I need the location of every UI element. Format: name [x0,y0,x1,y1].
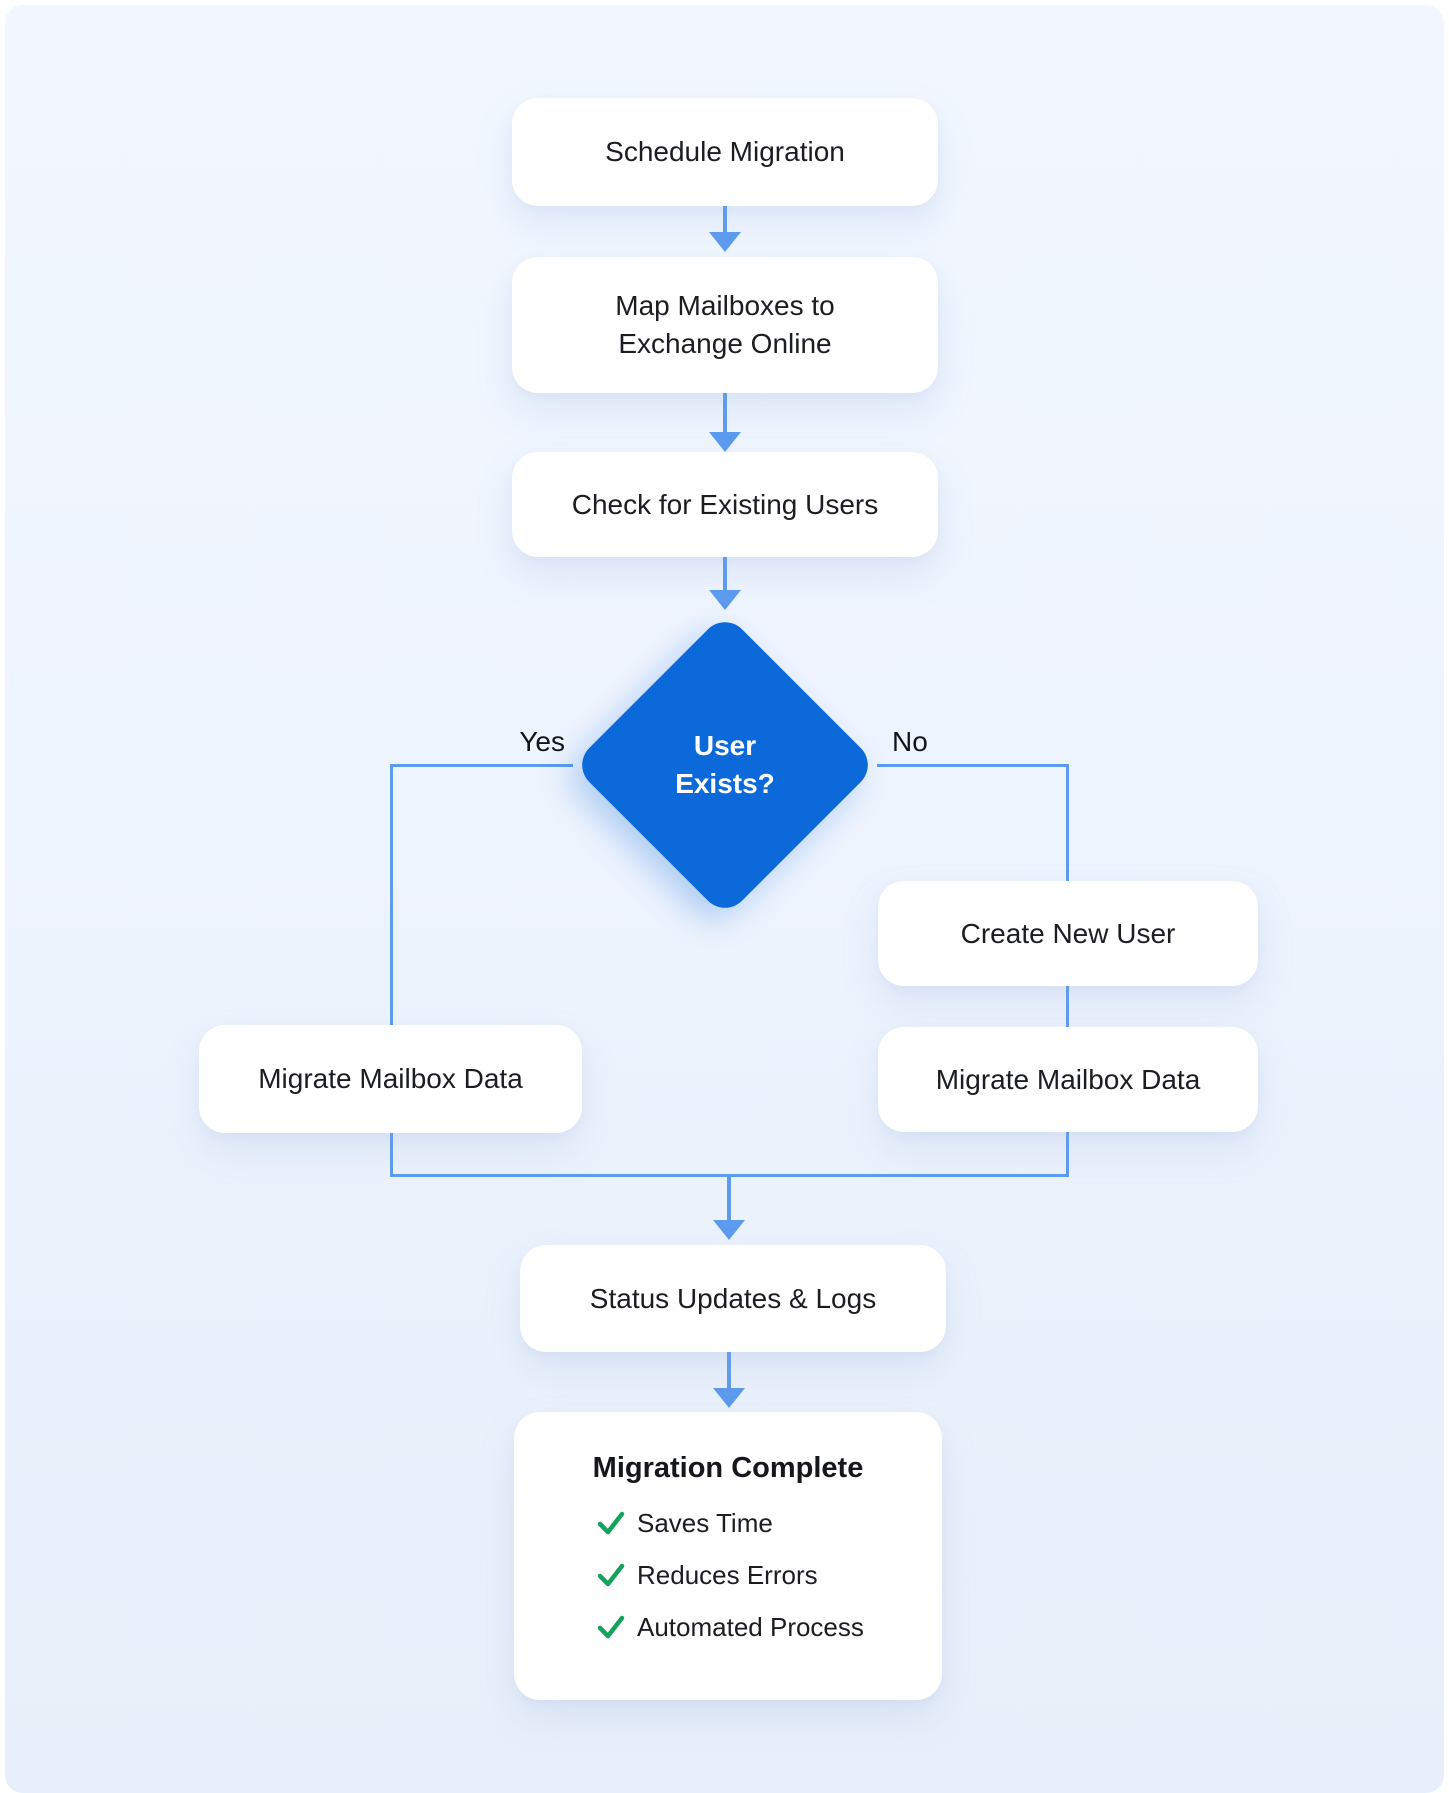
list-item: Saves Time [595,1497,942,1549]
node-create-new-user: Create New User [878,881,1258,986]
node-migrate-mailbox-data-left: Migrate Mailbox Data [199,1025,582,1133]
arrow-shaft [727,1352,731,1390]
node-map-mailboxes: Map Mailboxes to Exchange Online [512,257,938,393]
arrow-shaft [723,206,727,234]
decision-label-line2: Exists? [675,768,775,799]
node-label: Check for Existing Users [571,488,879,520]
node-label: Migrate Mailbox Data [935,1063,1201,1095]
node-status-updates-logs: Status Updates & Logs [520,1245,946,1352]
no-branch-line-horizontal [877,764,1069,767]
decision-label: User Exists? [597,657,853,873]
list-item-label: Saves Time [637,1507,773,1538]
node-migrate-mailbox-data-right: Migrate Mailbox Data [878,1027,1258,1132]
node-label-line1: Map Mailboxes to [615,290,835,322]
arrow-down-icon [713,1388,745,1408]
node-check-existing-users: Check for Existing Users [512,452,938,557]
arrow-down-icon [709,232,741,252]
arrow-down-icon [709,432,741,452]
node-label: Migrate Mailbox Data [258,1063,523,1095]
benefits-list: Saves Time Reduces Errors Automated Proc… [514,1497,942,1653]
check-icon [597,1615,625,1639]
arrow-shaft [723,393,727,434]
arrow-down-icon [713,1220,745,1240]
arrow-shaft [727,1174,731,1222]
arrow-shaft [723,557,727,592]
node-label: Create New User [960,917,1176,949]
node-schedule-migration: Schedule Migration [512,98,938,206]
decision-label-line1: User [693,730,757,762]
check-icon [597,1511,625,1535]
branch-label-yes: Yes [519,726,565,757]
list-item-label: Automated Process [637,1611,864,1642]
node-migration-complete: Migration Complete Saves Time Reduces Er… [514,1412,942,1700]
yes-branch-line-vertical [390,764,393,1177]
migration-complete-title: Migration Complete [592,1452,864,1484]
branch-label-no: No [892,726,928,757]
list-item-label: Reduces Errors [637,1559,818,1590]
arrow-down-icon [709,590,741,610]
check-icon [597,1563,625,1587]
node-label-line2: Exchange Online [618,328,832,359]
list-item: Automated Process [595,1601,942,1653]
list-item: Reduces Errors [595,1549,942,1601]
node-label: Schedule Migration [605,136,845,168]
node-label: Status Updates & Logs [589,1282,877,1314]
yes-branch-line-horizontal [391,764,573,767]
